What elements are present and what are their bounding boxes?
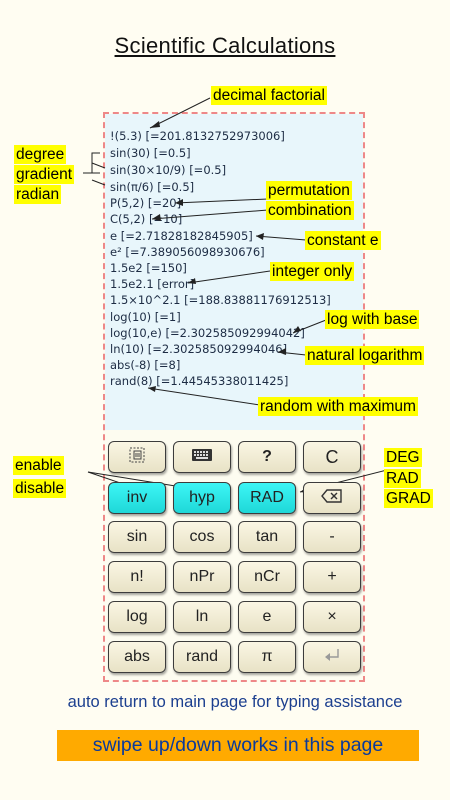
rand-button[interactable]: rand [173,641,231,673]
display-line: 1.5e2.1 [error] [110,277,195,291]
ncr-button[interactable]: nCr [238,561,296,593]
label-combination: combination [266,201,354,220]
label-grad: GRAD [384,489,433,508]
backspace-button[interactable] [303,482,361,514]
minus-button[interactable]: - [303,521,361,553]
label-log-with-base: log with base [325,310,420,329]
keyboard-icon [191,447,213,468]
label-degree: degree [14,145,67,164]
sin-button[interactable]: sin [108,521,166,553]
label-integer-only: integer only [270,262,355,281]
cos-button[interactable]: cos [173,521,231,553]
e-button[interactable]: e [238,601,296,633]
label-deg: DEG [384,448,422,467]
display-line: abs(-8) [=8] [110,358,181,372]
display-line: 1.5e2 [=150] [110,261,187,275]
swipe-hint-banner: swipe up/down works in this page [57,730,419,761]
ln-button[interactable]: ln [173,601,231,633]
plus-button[interactable]: + [303,561,361,593]
label-permutation: permutation [266,181,352,200]
label-decimal-factorial: decimal factorial [211,86,327,105]
display-line: sin(30) [=0.5] [110,146,191,160]
clear-button[interactable]: C [303,441,361,473]
angle-mode-button[interactable]: RAD [238,482,296,514]
display-line: log(10) [=1] [110,310,181,324]
display-line: rand(8) [=1.44545338011425] [110,374,289,388]
label-random-with-maximum: random with maximum [258,397,418,416]
abs-button[interactable]: abs [108,641,166,673]
inv-button[interactable]: inv [108,482,166,514]
display-line: C(5,2) [=10] [110,212,183,226]
display-line: !(5.3) [=201.8132752973006] [110,129,285,143]
label-enable: enable [13,456,64,475]
backspace-icon [321,488,343,509]
hyp-button[interactable]: hyp [173,482,231,514]
log-button[interactable]: log [108,601,166,633]
label-natural-logarithm: natural logarithm [305,346,425,365]
return-icon [323,647,341,668]
display-line: e [=2.71828182845905] [110,229,253,243]
help-button[interactable]: ? [238,441,296,473]
pi-button[interactable]: π [238,641,296,673]
label-disable: disable [13,479,67,498]
display-line: ln(10) [=2.302585092994046] [110,342,288,356]
keyboard-button[interactable] [173,441,231,473]
return-button[interactable] [303,641,361,673]
factorial-button[interactable]: n! [108,561,166,593]
typing-assistance-hint: auto return to main page for typing assi… [67,693,403,711]
display-line: e² [=7.389056098930676] [110,245,265,259]
display-line: log(10,e) [=2.302585092994042] [110,326,305,340]
label-gradient: gradient [14,165,75,184]
page-title: Scientific Calculations [114,33,336,58]
display-line: 1.5×10^2.1 [=188.83881176912513] [110,293,331,307]
label-rad: RAD [384,469,421,488]
copy-button[interactable] [108,441,166,473]
npr-button[interactable]: nPr [173,561,231,593]
multiply-button[interactable]: × [303,601,361,633]
display-line: sin(30×10/9) [=0.5] [110,163,227,177]
copy-icon [128,446,146,469]
label-constant-e: constant e [305,231,381,250]
label-radian: radian [14,185,62,204]
display-line: sin(π/6) [=0.5] [110,180,195,194]
tan-button[interactable]: tan [238,521,296,553]
display-line: P(5,2) [=20] [110,196,182,210]
